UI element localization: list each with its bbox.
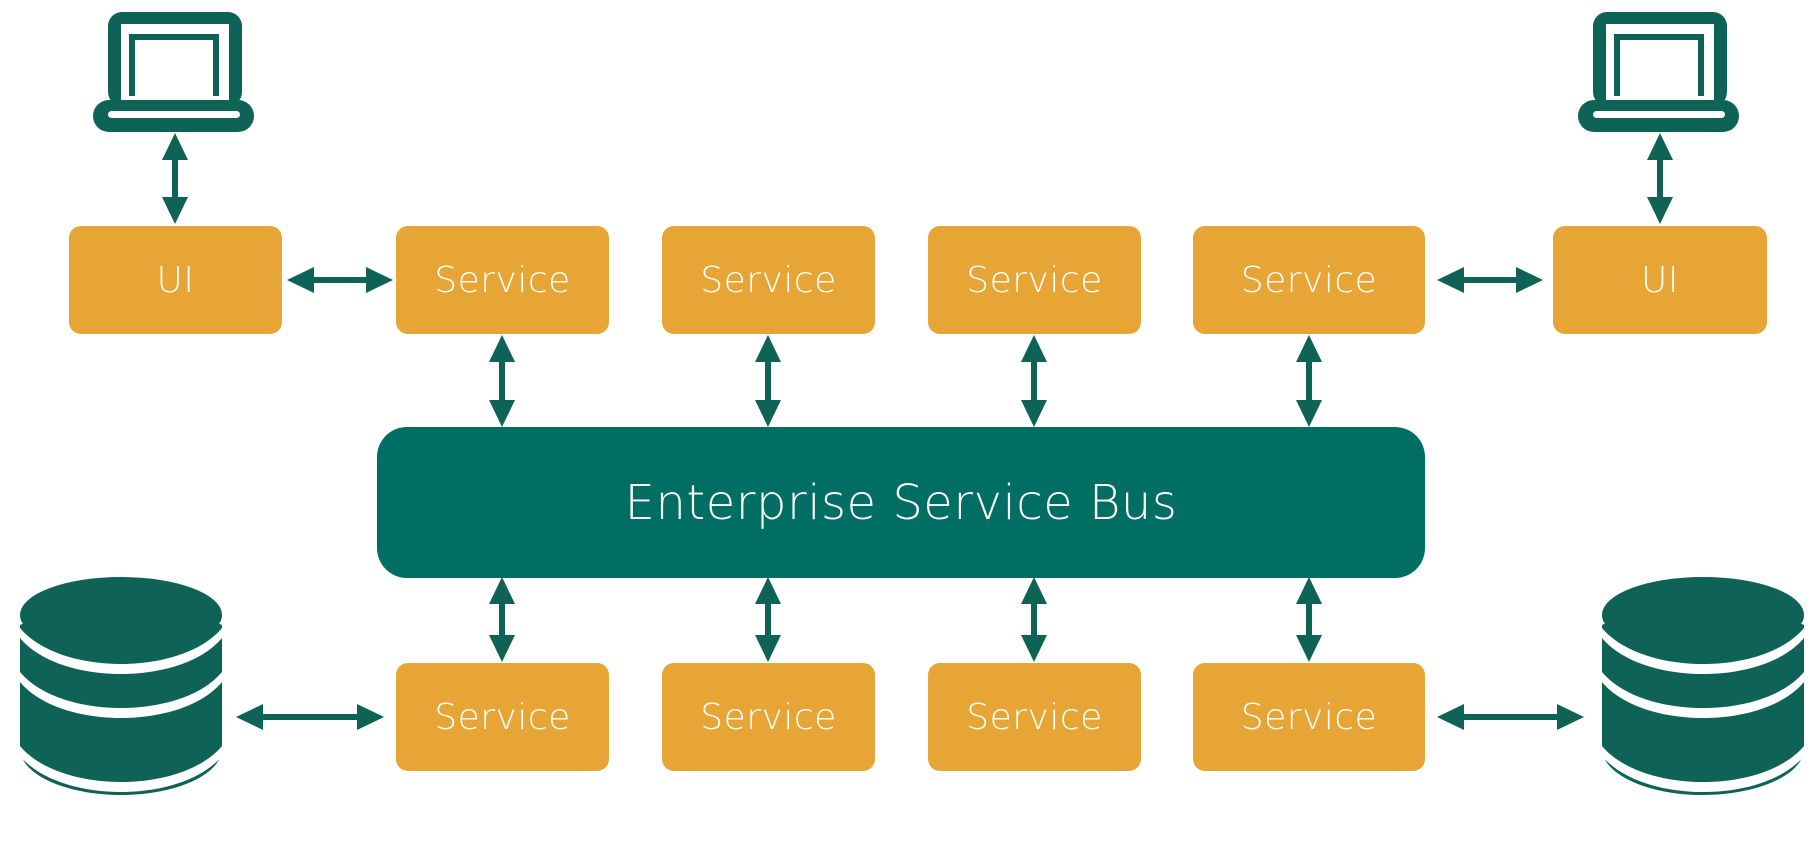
double-arrow-vertical <box>162 133 188 224</box>
service-label: Service <box>700 259 837 301</box>
database-icon <box>20 577 222 795</box>
service-label: Service <box>434 259 571 301</box>
ui-label: UI <box>1641 259 1679 301</box>
service-box-bottom-1: Service <box>396 663 609 771</box>
service-label: Service <box>966 259 1103 301</box>
ui-box-left: UI <box>69 226 282 334</box>
laptop-icon <box>93 12 254 132</box>
double-arrow-vertical <box>1021 335 1047 427</box>
enterprise-service-bus: Enterprise Service Bus <box>377 427 1425 578</box>
double-arrow-horizontal <box>287 267 393 293</box>
double-arrow-vertical <box>1296 577 1322 662</box>
double-arrow-vertical <box>755 335 781 427</box>
service-label: Service <box>434 696 571 738</box>
double-arrow-vertical <box>755 577 781 662</box>
ui-label: UI <box>156 259 195 301</box>
service-box-top-2: Service <box>662 226 875 334</box>
double-arrow-vertical <box>1021 577 1047 662</box>
service-box-bottom-2: Service <box>662 663 875 771</box>
service-box-top-1: Service <box>396 226 609 334</box>
ui-box-right: UI <box>1553 226 1767 334</box>
database-icon <box>1602 577 1804 795</box>
double-arrow-horizontal <box>1437 267 1543 293</box>
service-label: Service <box>966 696 1103 738</box>
double-arrow-horizontal <box>1437 704 1584 730</box>
double-arrow-vertical <box>1647 133 1673 224</box>
double-arrow-vertical <box>489 335 515 427</box>
service-box-top-3: Service <box>928 226 1141 334</box>
laptop-icon <box>1578 12 1739 132</box>
double-arrow-vertical <box>1296 335 1322 427</box>
service-label: Service <box>700 696 837 738</box>
double-arrow-horizontal <box>236 704 384 730</box>
service-box-top-4: Service <box>1193 226 1425 334</box>
bus-label: Enterprise Service Bus <box>624 474 1178 531</box>
service-label: Service <box>1240 696 1378 738</box>
service-box-bottom-3: Service <box>928 663 1141 771</box>
service-label: Service <box>1240 259 1378 301</box>
double-arrow-vertical <box>489 577 515 662</box>
service-box-bottom-4: Service <box>1193 663 1425 771</box>
